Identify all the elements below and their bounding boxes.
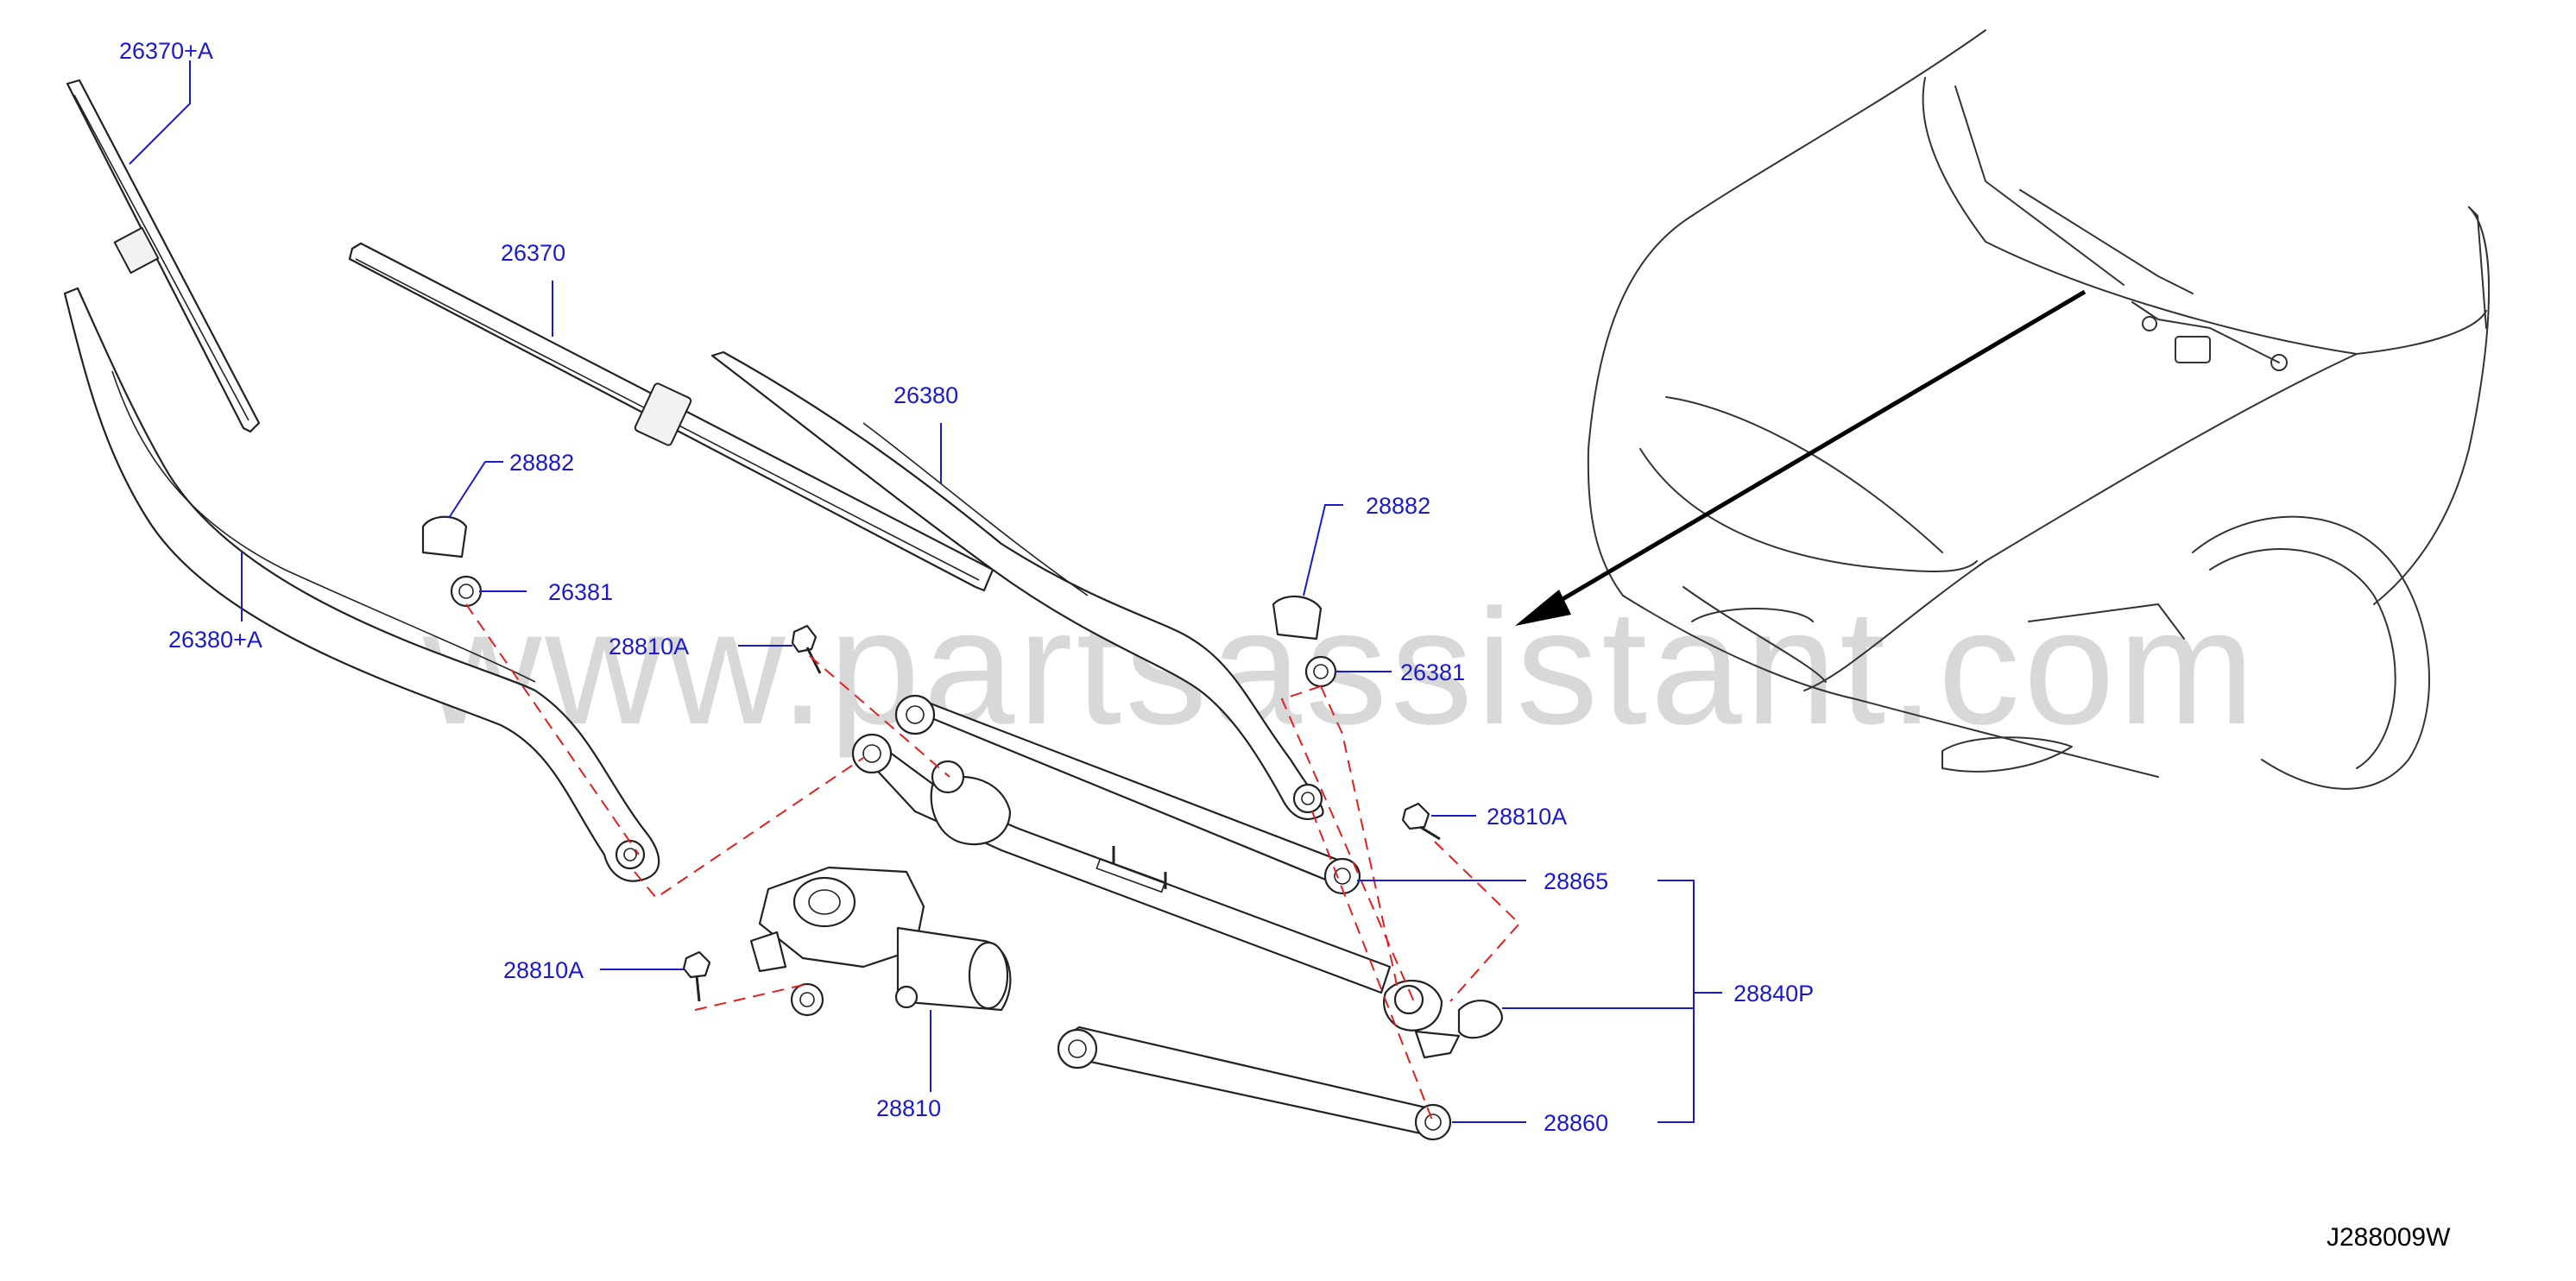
part-label-28865: 28865 bbox=[1544, 868, 1608, 894]
bolt-28810a-top bbox=[791, 624, 822, 674]
bolt-28810a-right bbox=[1401, 802, 1441, 841]
part-label-26380a: 26380+A bbox=[168, 627, 262, 653]
part-label-28882-left: 28882 bbox=[509, 450, 574, 476]
part-label-26370: 26370 bbox=[501, 240, 565, 266]
part-label-28810a-right: 28810A bbox=[1487, 804, 1567, 830]
diagram-code: J288009W bbox=[2327, 1223, 2451, 1252]
part-label-26370a: 26370+A bbox=[119, 38, 213, 64]
part-label-28810a-top: 28810A bbox=[609, 634, 689, 659]
part-label-28810a-left: 28810A bbox=[503, 957, 584, 983]
part-label-28840p: 28840P bbox=[1733, 981, 1814, 1006]
part-label-28860: 28860 bbox=[1544, 1110, 1608, 1136]
wiper-arm-26380 bbox=[710, 350, 1324, 821]
wiper-arm-26380a bbox=[63, 287, 660, 882]
leader-lines bbox=[129, 60, 1722, 1123]
nut-26381-left bbox=[450, 575, 483, 608]
pivot-cap-28882-left bbox=[421, 515, 468, 558]
part-label-26380: 26380 bbox=[893, 382, 958, 408]
location-arrow bbox=[1515, 289, 2087, 626]
pivot-cap-28882-right bbox=[1272, 595, 1323, 640]
watermark: www.partsassistant.com bbox=[422, 576, 2258, 759]
wiper-motor-28810 bbox=[749, 866, 1012, 1017]
wiper-blade-26370 bbox=[348, 242, 994, 592]
part-label-26381-left: 26381 bbox=[548, 579, 613, 605]
wiper-linkage-28840p bbox=[851, 694, 1504, 1059]
part-label-28882-right: 28882 bbox=[1366, 493, 1430, 519]
part-label-28810: 28810 bbox=[876, 1095, 941, 1121]
part-label-26381-right: 26381 bbox=[1400, 659, 1465, 685]
wiper-blade-26370a bbox=[66, 79, 261, 433]
assembly-lines bbox=[465, 603, 1521, 1123]
bolt-28810a-left bbox=[682, 950, 711, 1002]
car-hood-illustration bbox=[1587, 29, 2491, 790]
wiper-link-28860 bbox=[1057, 1025, 1452, 1141]
nut-26381-right bbox=[1304, 655, 1337, 688]
